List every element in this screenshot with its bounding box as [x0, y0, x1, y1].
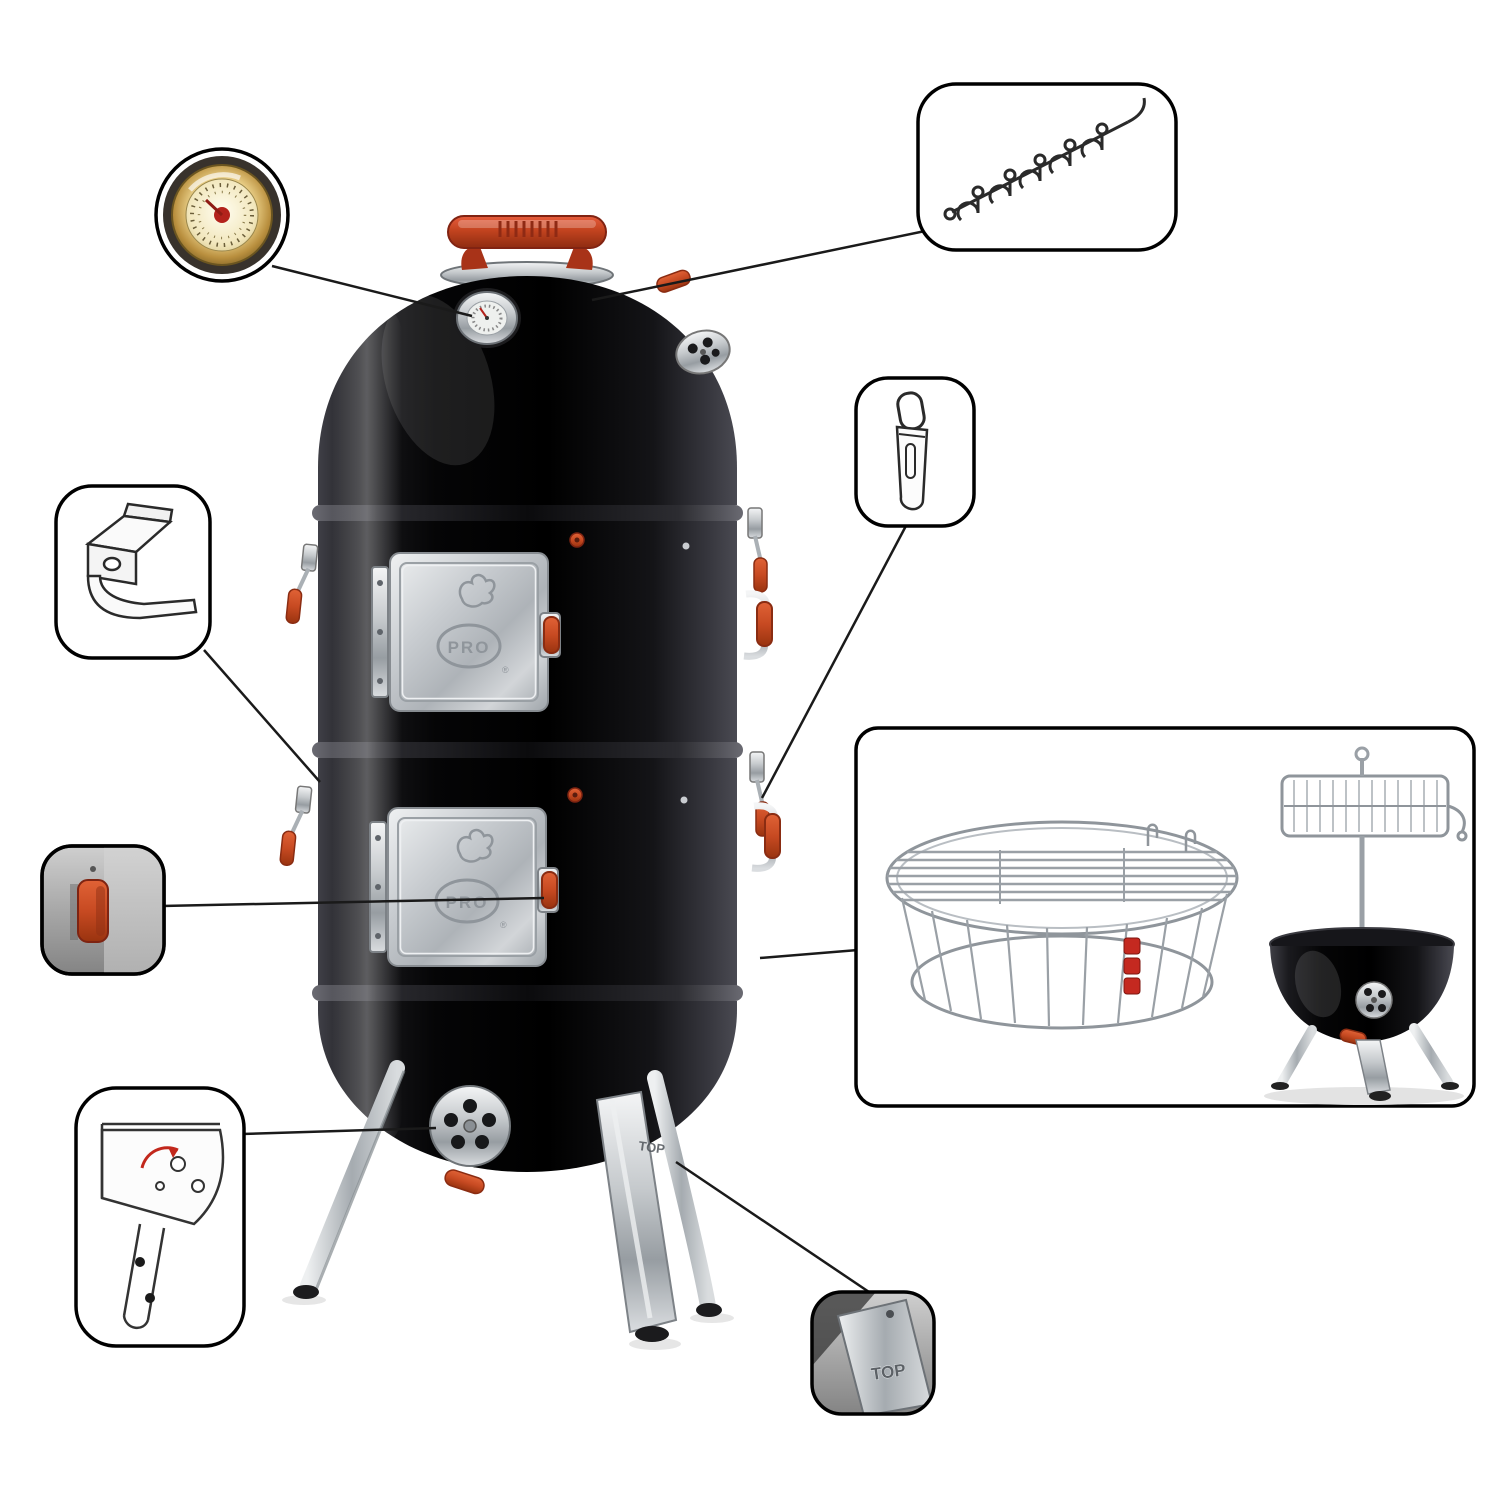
rotate-arrow-icon: [140, 1146, 179, 1169]
smoker: TOP: [279, 215, 781, 1350]
lid-vent-damper: [675, 329, 731, 375]
connector-latch: [760, 521, 910, 799]
door-handle-photo: [70, 846, 164, 974]
basket-grate-bars: [887, 848, 1237, 904]
thermometer-needle: [204, 198, 224, 217]
callout-top-leg: TOP: [810, 1290, 936, 1416]
damper-drawing: [100, 1122, 225, 1329]
basket-hook: [1146, 823, 1159, 846]
callout-thermometer: [154, 147, 290, 283]
connector-top-leg: [675, 1160, 873, 1296]
bottom-damper-tab: [444, 1169, 485, 1195]
callout-accessories: [854, 726, 1476, 1108]
side-latch-left-lower: [279, 785, 313, 867]
stacking-band-lower: [312, 985, 743, 1001]
body-highlight: [332, 300, 402, 1150]
upper-door: [370, 551, 562, 713]
leg-stamp-text: TOP: [638, 1138, 667, 1157]
top-leg-photo: TOP: [812, 1292, 934, 1414]
rotisserie-basket: [1280, 774, 1468, 842]
side-latch-left-upper: [285, 543, 319, 625]
callout-hooks: [916, 82, 1178, 252]
connector-accessories: [759, 948, 859, 960]
connector-handle: [161, 896, 545, 908]
leg-rear-right: [647, 1070, 722, 1317]
connector-hooks: [591, 228, 931, 302]
side-handle-right-upper: [743, 590, 773, 660]
connector-damper: [241, 1126, 437, 1136]
latch-drawing: [895, 391, 929, 511]
stacking-band-middle: [312, 742, 743, 758]
leg-front: TOP: [595, 1090, 678, 1342]
lower-door: [368, 806, 560, 968]
grill-legs: [1271, 1023, 1459, 1101]
connector-thermometer: [271, 264, 473, 318]
basket-vertical-wires: [900, 893, 1229, 1027]
tabletop-grill: [1264, 746, 1468, 1105]
charcoal-basket: [885, 820, 1239, 1030]
leg-rear-left: [293, 1060, 406, 1299]
connector-bracket: [203, 649, 321, 783]
callout-bracket: [54, 484, 212, 660]
callout-door-handle: [40, 844, 166, 976]
basket-hook: [1184, 829, 1197, 852]
stacking-band-upper: [312, 505, 743, 521]
side-handle-right-lower: [751, 802, 781, 872]
lid-dome: [318, 276, 737, 505]
callout-connectors: [161, 228, 931, 1296]
thermometer-gauge: [453, 288, 521, 348]
basket-red-handle: [1123, 937, 1141, 995]
callout-damper: [74, 1086, 246, 1348]
grill-vent-damper: [1355, 981, 1393, 1019]
side-latch-right-upper: [747, 507, 768, 593]
bottom-vent-damper: [429, 1085, 511, 1167]
bracket-drawing: [84, 502, 198, 620]
callout-latch: [854, 376, 976, 528]
